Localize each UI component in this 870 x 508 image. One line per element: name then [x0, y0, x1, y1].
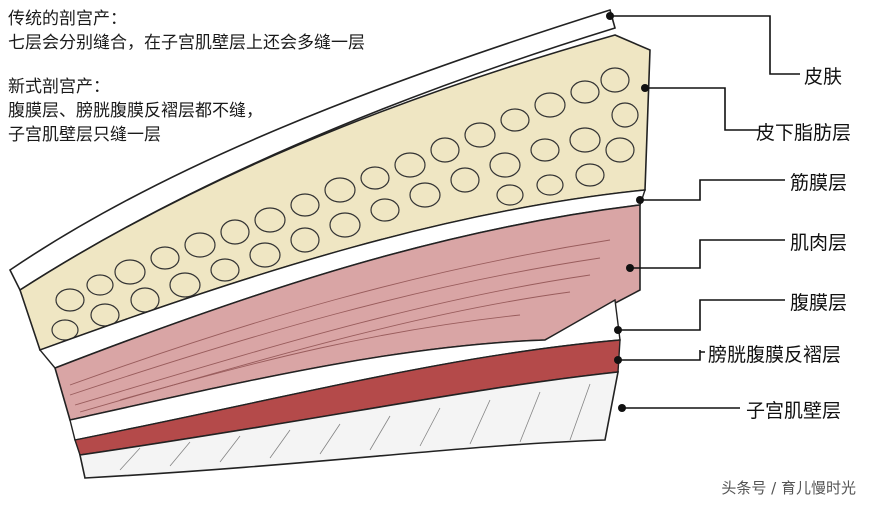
label-uterine-wall: 子宫肌壁层 — [746, 400, 842, 422]
fat-cells — [51, 67, 639, 341]
new-desc-2: 子宫肌壁层只缝一层 — [8, 125, 161, 145]
leader-lines — [610, 15, 800, 409]
leader-dots — [606, 12, 649, 412]
muscle-fibers — [69, 239, 611, 413]
uterine-wall-layer — [79, 371, 619, 479]
label-fascia: 筋膜层 — [790, 172, 848, 194]
new-desc-1: 腹膜层、膀胱腹膜反褶层都不缝， — [8, 101, 263, 121]
traditional-desc: 七层会分别缝合，在子宫肌壁层上还会多缝一层 — [8, 33, 365, 53]
uterine-hatch — [119, 383, 591, 471]
traditional-title: 传统的剖宫产： — [8, 9, 127, 29]
label-bladder-fold: 膀胱腹膜反褶层 — [708, 344, 842, 366]
label-fat: 皮下脂肪层 — [756, 122, 852, 144]
watermark: 头条号 / 育儿慢时光 — [721, 479, 856, 497]
label-skin: 皮肤 — [804, 66, 843, 88]
label-peritoneum: 腹膜层 — [790, 292, 848, 314]
label-muscle: 肌肉层 — [790, 232, 848, 254]
new-title: 新式剖宫产： — [8, 77, 110, 97]
